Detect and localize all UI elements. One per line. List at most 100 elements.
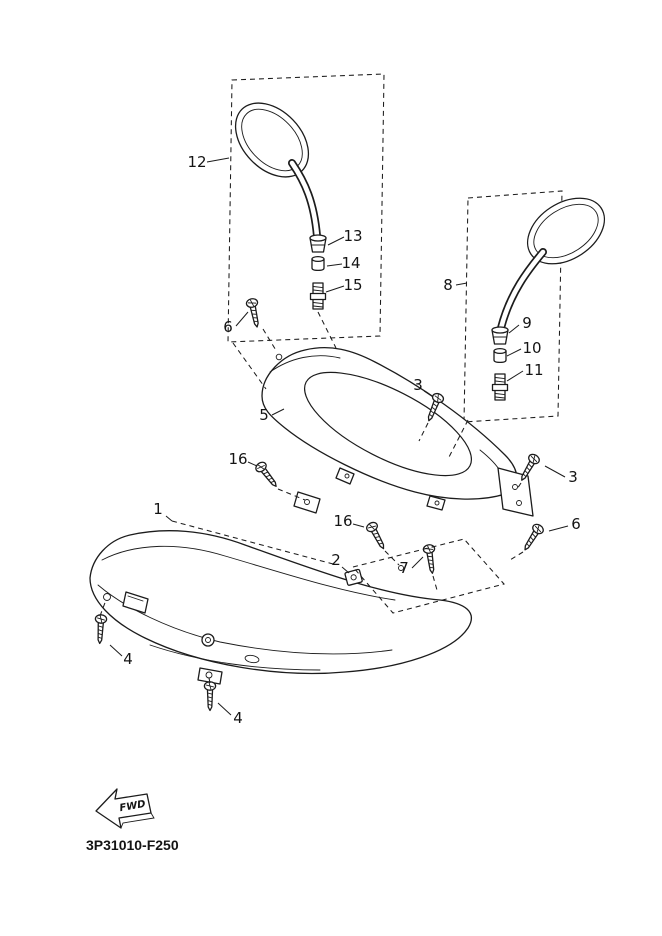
right-bracket-hole-top bbox=[512, 484, 518, 490]
callout-4-left: 4 bbox=[123, 650, 133, 668]
leader-14 bbox=[326, 263, 343, 267]
dash-screw16left-to-tab bbox=[277, 488, 306, 501]
upper-cover-right-bracket bbox=[497, 467, 534, 517]
right-mirror-head bbox=[526, 197, 606, 265]
callout-2: 2 bbox=[331, 551, 341, 569]
callout-13: 13 bbox=[343, 227, 362, 245]
leader-10 bbox=[506, 348, 522, 357]
dash-label1-to-cover bbox=[171, 520, 334, 565]
callout-14: 14 bbox=[341, 254, 360, 272]
under-cover-tab-hole bbox=[304, 499, 310, 505]
callouts: 12 13 14 15 8 9 10 11 6 5 3 16 3 16 6 1 bbox=[109, 153, 581, 727]
callout-8: 8 bbox=[443, 276, 453, 294]
dash-screw4bottom-to-hole bbox=[208, 677, 211, 684]
callout-6-top: 6 bbox=[223, 318, 233, 336]
leader-4-bottom bbox=[217, 702, 232, 716]
leader-2 bbox=[341, 566, 350, 574]
screw-16-mid bbox=[364, 520, 390, 552]
front-cover-bottom-tab-hole bbox=[205, 671, 213, 679]
leader-5 bbox=[271, 408, 285, 416]
leader-1 bbox=[165, 515, 173, 522]
screw-4-bottom bbox=[203, 681, 217, 712]
callout-16-mid: 16 bbox=[333, 512, 352, 530]
front-cover-body bbox=[89, 530, 473, 675]
upper-cover-front-edge bbox=[269, 355, 341, 373]
dash-box12-to-cover bbox=[232, 342, 267, 390]
callout-6-right: 6 bbox=[571, 515, 581, 533]
upper-cover-opening bbox=[303, 371, 473, 477]
callout-3-upper: 3 bbox=[413, 376, 423, 394]
callout-15: 15 bbox=[343, 276, 362, 294]
leader-12 bbox=[206, 157, 230, 163]
left-mirror-adapter-part15 bbox=[309, 282, 327, 310]
front-cover bbox=[89, 530, 473, 685]
fwd-arrow-3d-edge bbox=[120, 812, 155, 829]
fwd-label: FWD bbox=[119, 799, 147, 814]
front-cover-slot bbox=[244, 654, 260, 664]
leader-3-upper bbox=[423, 390, 434, 398]
callout-3-right: 3 bbox=[568, 468, 578, 486]
dash-mirror-right-to-cover bbox=[447, 419, 469, 460]
leader-9 bbox=[508, 324, 520, 334]
left-mirror-head bbox=[234, 102, 310, 178]
front-cover-vent-slot bbox=[127, 595, 144, 602]
callout-12: 12 bbox=[187, 153, 206, 171]
leader-13 bbox=[327, 236, 345, 246]
dash-screw6right-down bbox=[509, 551, 524, 561]
handlebar-upper-cover bbox=[261, 347, 534, 571]
callout-4-bottom: 4 bbox=[233, 709, 243, 727]
screw-4-left bbox=[93, 613, 108, 645]
leader-16-mid bbox=[352, 523, 365, 528]
right-mirror-boot-part9 bbox=[491, 326, 509, 345]
under-cover-tab bbox=[293, 491, 321, 514]
front-cover-lip-line bbox=[149, 644, 321, 671]
assembly-dashes bbox=[99, 311, 524, 684]
callout-11: 11 bbox=[524, 361, 543, 379]
front-cover-top-line bbox=[101, 545, 396, 601]
leader-7 bbox=[411, 556, 424, 569]
clamp-dashed-box bbox=[352, 538, 505, 614]
callout-9: 9 bbox=[522, 314, 532, 332]
leader-3-right bbox=[544, 465, 566, 478]
right-mirror-dashed-box bbox=[463, 190, 563, 423]
leader-4-left bbox=[109, 644, 123, 657]
leader-11 bbox=[506, 370, 524, 382]
upper-cover-tab-a-hole bbox=[344, 473, 350, 479]
leader-6-top bbox=[235, 311, 249, 327]
diagram-code: 3P31010-F250 bbox=[86, 837, 179, 853]
front-cover-bottom-tab bbox=[197, 667, 223, 685]
leader-8 bbox=[455, 282, 468, 286]
dash-screw7-down bbox=[432, 575, 438, 591]
dash-screw3upper-to-cover bbox=[418, 422, 429, 442]
callout-1: 1 bbox=[153, 500, 163, 518]
right-mirror-adapter-part11 bbox=[491, 373, 509, 401]
right-bracket-hole-bottom bbox=[516, 500, 522, 506]
fwd-arrow-shape bbox=[95, 788, 152, 829]
upper-cover-mirror-hole-left bbox=[275, 353, 283, 361]
leader-15 bbox=[325, 285, 345, 293]
dash-screw6top-to-hole bbox=[262, 328, 278, 353]
left-mirror-boot-part13 bbox=[309, 234, 327, 253]
left-mirror-stem bbox=[289, 160, 320, 239]
screw-16-left bbox=[253, 459, 282, 491]
fwd-arrow: FWD bbox=[95, 788, 155, 829]
upper-cover-tab-b-hole bbox=[434, 500, 440, 506]
right-mirror-stem bbox=[498, 249, 546, 331]
upper-cover-tab-b bbox=[426, 495, 446, 511]
callout-10: 10 bbox=[522, 339, 541, 357]
screw-6-top bbox=[244, 297, 264, 329]
dash-screw4left-to-hole bbox=[99, 599, 107, 617]
dash-mirror-left-to-cover bbox=[317, 311, 337, 349]
leader-6-right bbox=[548, 525, 569, 532]
leader-16-left bbox=[247, 461, 258, 467]
dash-screw3right-to-hole bbox=[516, 482, 522, 490]
screw-6-right bbox=[519, 521, 546, 554]
left-mirror-dashed-box bbox=[227, 73, 385, 343]
callout-16-left: 16 bbox=[228, 450, 247, 468]
front-cover-vent bbox=[122, 591, 149, 614]
right-mirror-ring-part10 bbox=[493, 347, 507, 364]
left-mirror-assembly bbox=[227, 73, 385, 343]
left-mirror-stem-outline bbox=[288, 159, 321, 240]
